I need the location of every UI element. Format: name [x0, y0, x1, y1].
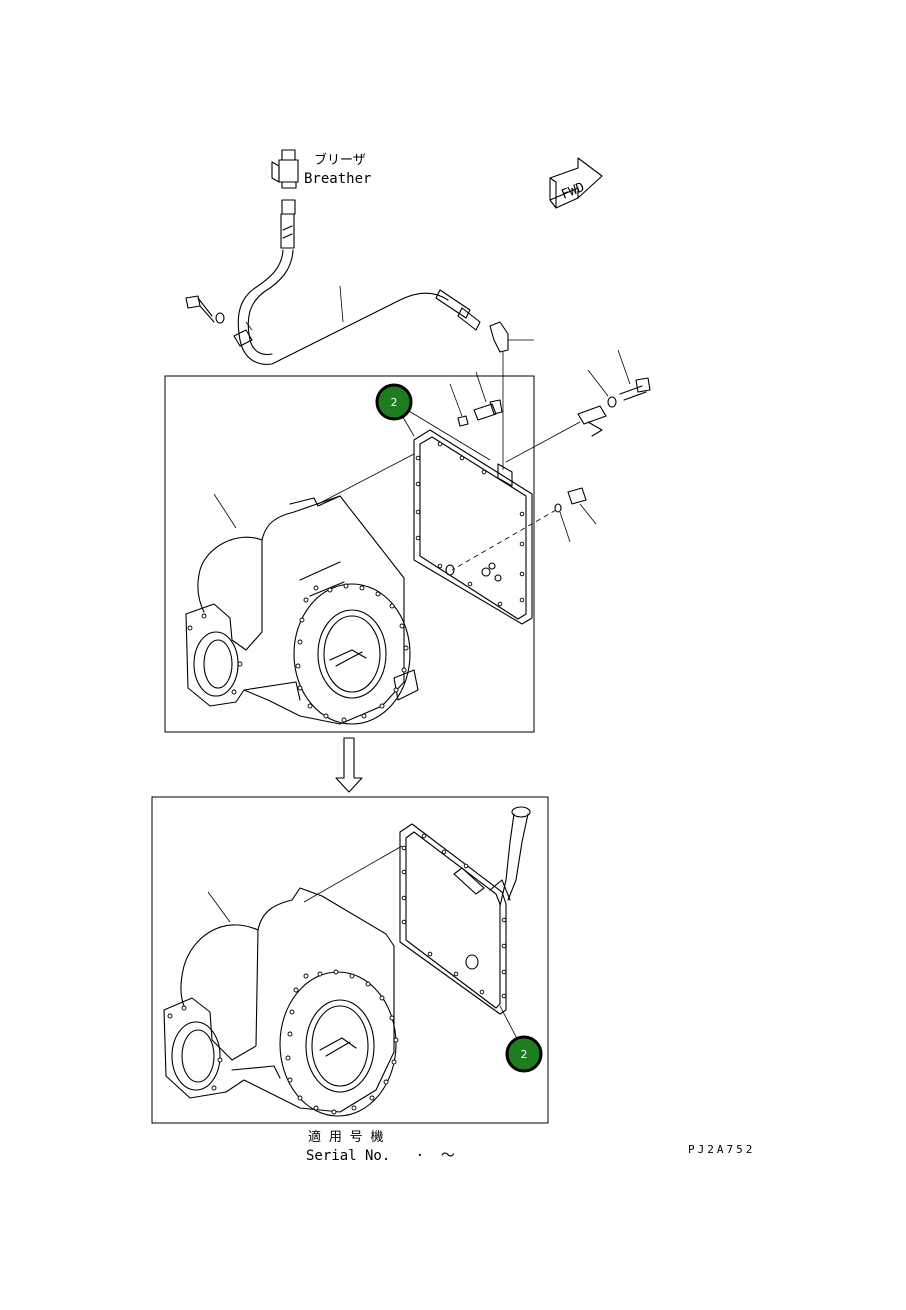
- callout-top[interactable]: 2: [375, 383, 491, 461]
- breather-label-en: Breather: [304, 171, 371, 187]
- oil-pan-bottom: [399, 806, 531, 1015]
- transition-arrow-icon: [335, 737, 363, 793]
- housing-top: [185, 453, 419, 725]
- drain-plug: [451, 487, 597, 571]
- flange-bolt-holes-bottom: [285, 969, 399, 1115]
- bolt-left: [185, 295, 253, 347]
- serial-label-en: Serial No. · 〜: [306, 1148, 455, 1164]
- callout-bottom-number: 2: [521, 1048, 528, 1061]
- fwd-arrow-icon: FWD: [549, 157, 603, 209]
- detail-frame-bottom: [151, 796, 549, 1124]
- flange-bolt-holes-top: [295, 583, 409, 723]
- breather-hose: [237, 199, 449, 365]
- callout-bottom[interactable]: 2: [499, 1005, 543, 1073]
- drawing-code: PJ2A752: [688, 1143, 755, 1156]
- breather-label-jp: ブリーザ: [314, 152, 366, 168]
- housing-bottom: [163, 845, 403, 1117]
- detail-frame-top: [164, 375, 535, 733]
- bolt-plate-top: [449, 371, 503, 427]
- hose-end-fitting: [435, 289, 534, 470]
- serial-label-jp: 適 用 号 機: [308, 1129, 383, 1145]
- bolt-right-upper: [505, 349, 651, 463]
- fwd-label: FWD: [559, 180, 587, 203]
- breather-part: [271, 149, 299, 189]
- cover-plate-top: [413, 429, 533, 625]
- callout-top-number: 2: [391, 396, 398, 409]
